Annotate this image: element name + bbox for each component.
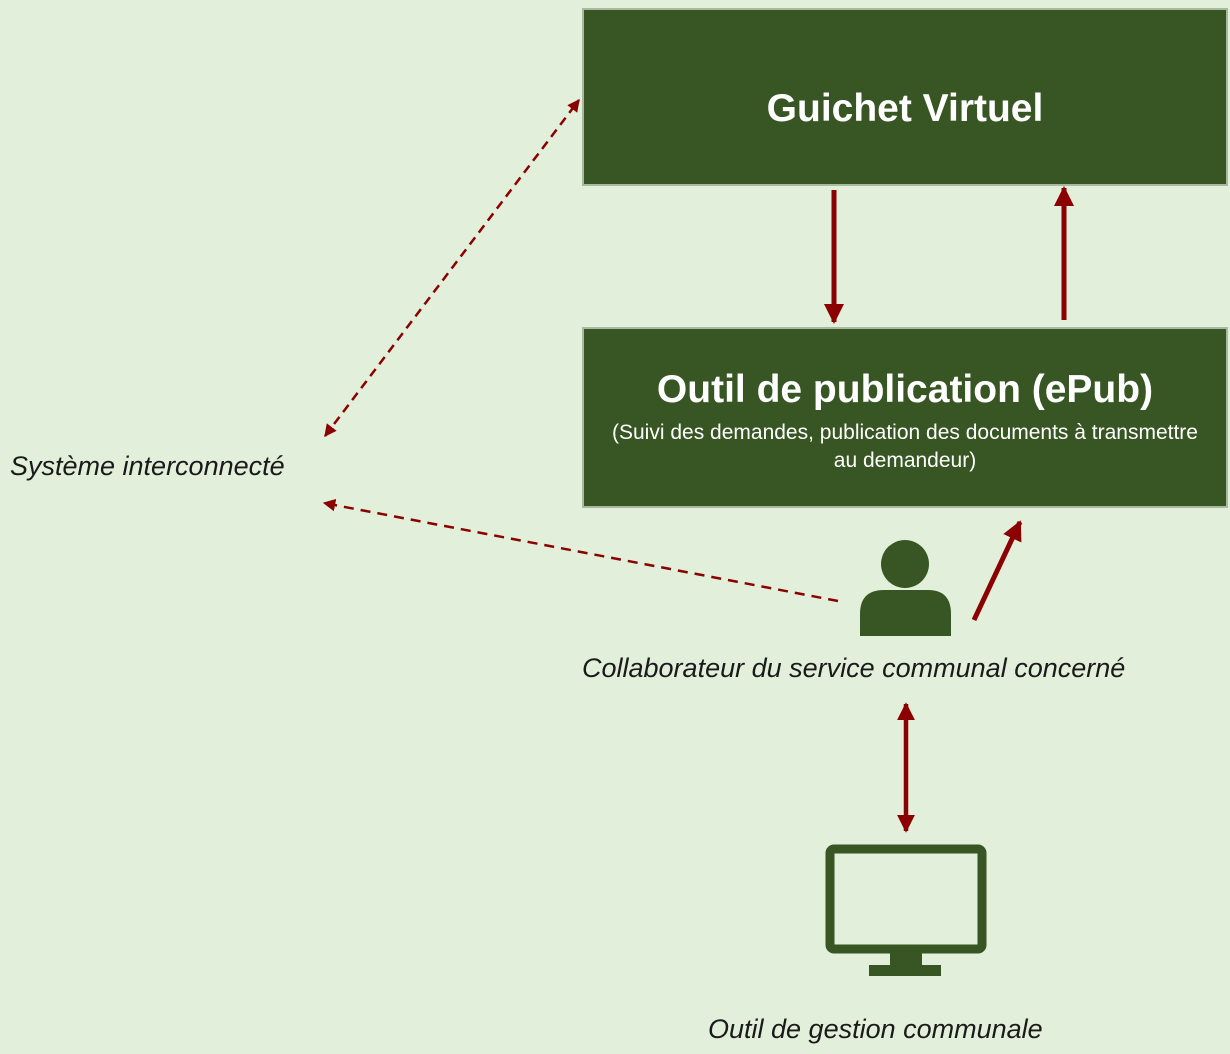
outil-publication-subtitle: (Suivi des demandes, publication des doc… bbox=[612, 421, 1198, 472]
outil-gestion-label: Outil de gestion communale bbox=[708, 1014, 1043, 1044]
arrow-collab-to-epub bbox=[971, 520, 1023, 622]
arrow-collab-to-sys-dashed bbox=[322, 498, 839, 603]
guichet-virtuel-box: Guichet Virtuel bbox=[582, 8, 1228, 186]
outil-publication-title: Outil de publication (ePub) bbox=[656, 368, 1154, 411]
monitor-icon bbox=[825, 844, 987, 976]
guichet-virtuel-title: Guichet Virtuel bbox=[766, 87, 1044, 130]
outil-publication-box: Outil de publication (ePub) (Suivi des d… bbox=[582, 327, 1228, 508]
collaborateur-label: Collaborateur du service communal concer… bbox=[582, 653, 1126, 683]
arrow-sys-gv-dashed bbox=[324, 99, 580, 437]
systeme-interconnecte-label: Système interconnecté bbox=[10, 451, 285, 481]
person-icon bbox=[860, 540, 951, 636]
